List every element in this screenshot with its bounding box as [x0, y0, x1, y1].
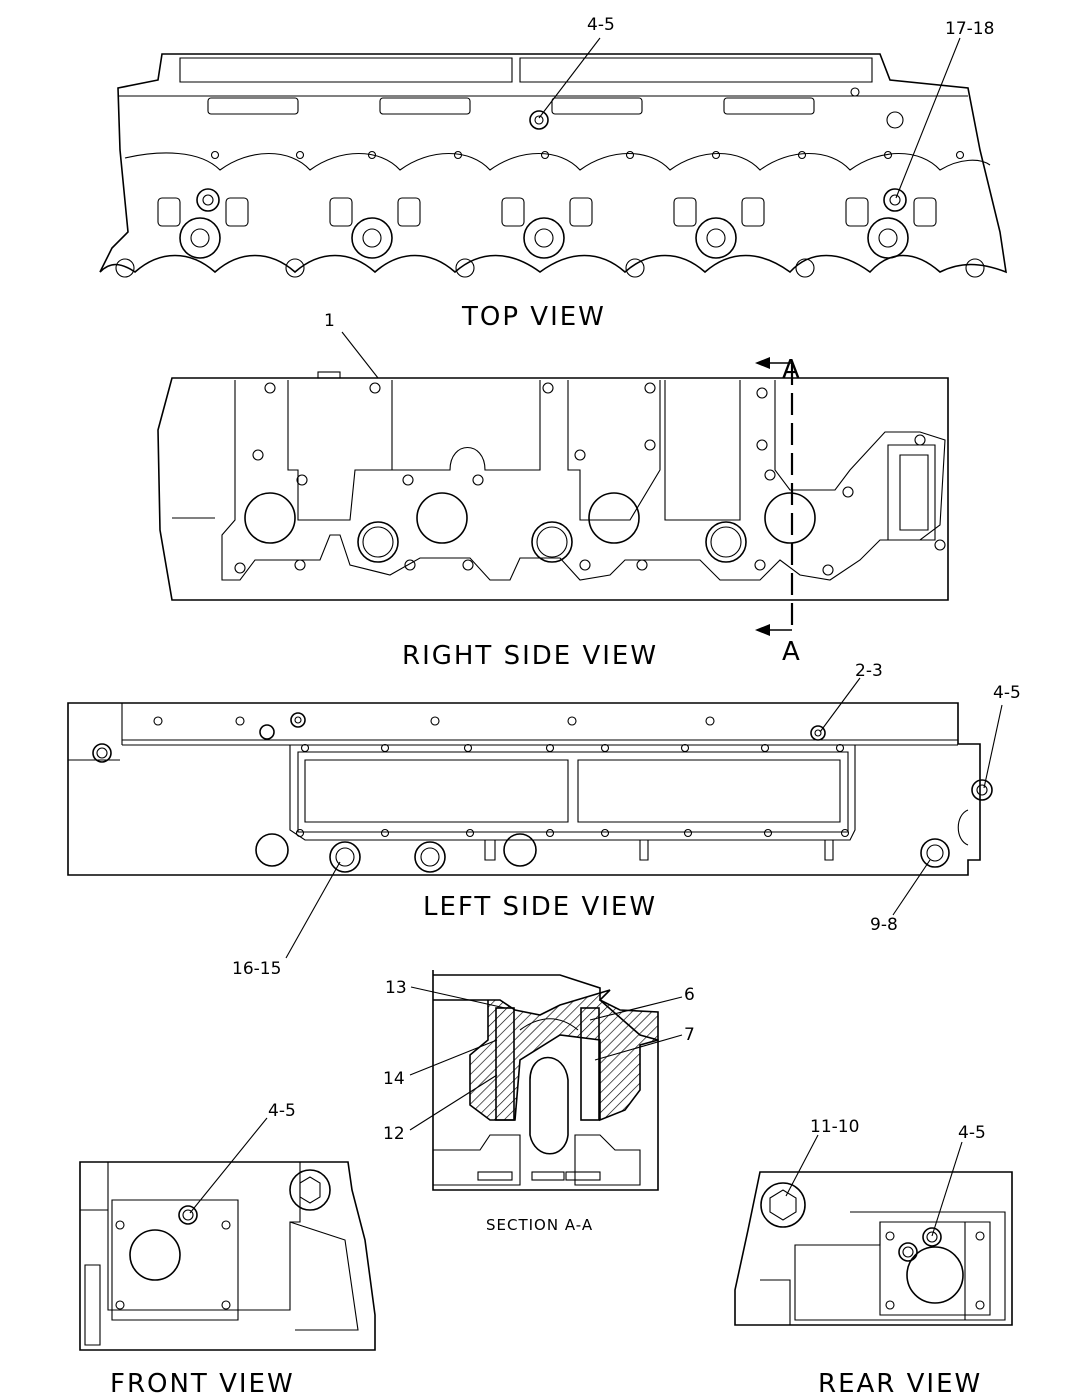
top-view-title: TOP VIEW — [461, 302, 606, 332]
section-marker-top: A — [782, 355, 800, 385]
callout-rear-11-10: 11-10 — [810, 1117, 859, 1137]
left-side-view-title: LEFT SIDE VIEW — [423, 892, 657, 922]
top-view-drawing — [99, 53, 1007, 278]
callout-section-14: 14 — [383, 1069, 405, 1089]
section-a-a-title: SECTION A-A — [486, 1216, 593, 1234]
leader-lines — [189, 37, 1003, 1237]
right-side-view-drawing — [157, 357, 949, 636]
callout-section-12: 12 — [383, 1124, 405, 1144]
rear-view-drawing — [734, 1171, 1013, 1326]
callout-left-2-3: 2-3 — [855, 661, 883, 681]
callout-left-4-5: 4-5 — [993, 683, 1021, 703]
callout-left-16-15: 16-15 — [232, 959, 281, 979]
rear-view-title: REAR VIEW — [818, 1369, 982, 1399]
left-side-view-drawing — [67, 702, 993, 876]
callout-rear-4-5: 4-5 — [958, 1123, 986, 1143]
callout-top-4-5: 4-5 — [587, 15, 615, 35]
callout-section-13: 13 — [385, 978, 407, 998]
section-a-a-drawing — [432, 970, 659, 1191]
callout-left-9-8: 9-8 — [870, 915, 898, 935]
section-marker-bottom: A — [782, 637, 800, 667]
callout-front-4-5: 4-5 — [268, 1101, 296, 1121]
front-view-drawing — [79, 1161, 376, 1351]
front-view-title: FRONT VIEW — [110, 1369, 295, 1399]
callout-top-17-18: 17-18 — [945, 19, 994, 39]
callout-right-1: 1 — [324, 311, 335, 331]
callout-section-6: 6 — [684, 985, 695, 1005]
callout-section-7: 7 — [684, 1025, 695, 1045]
right-side-view-title: RIGHT SIDE VIEW — [402, 641, 658, 671]
